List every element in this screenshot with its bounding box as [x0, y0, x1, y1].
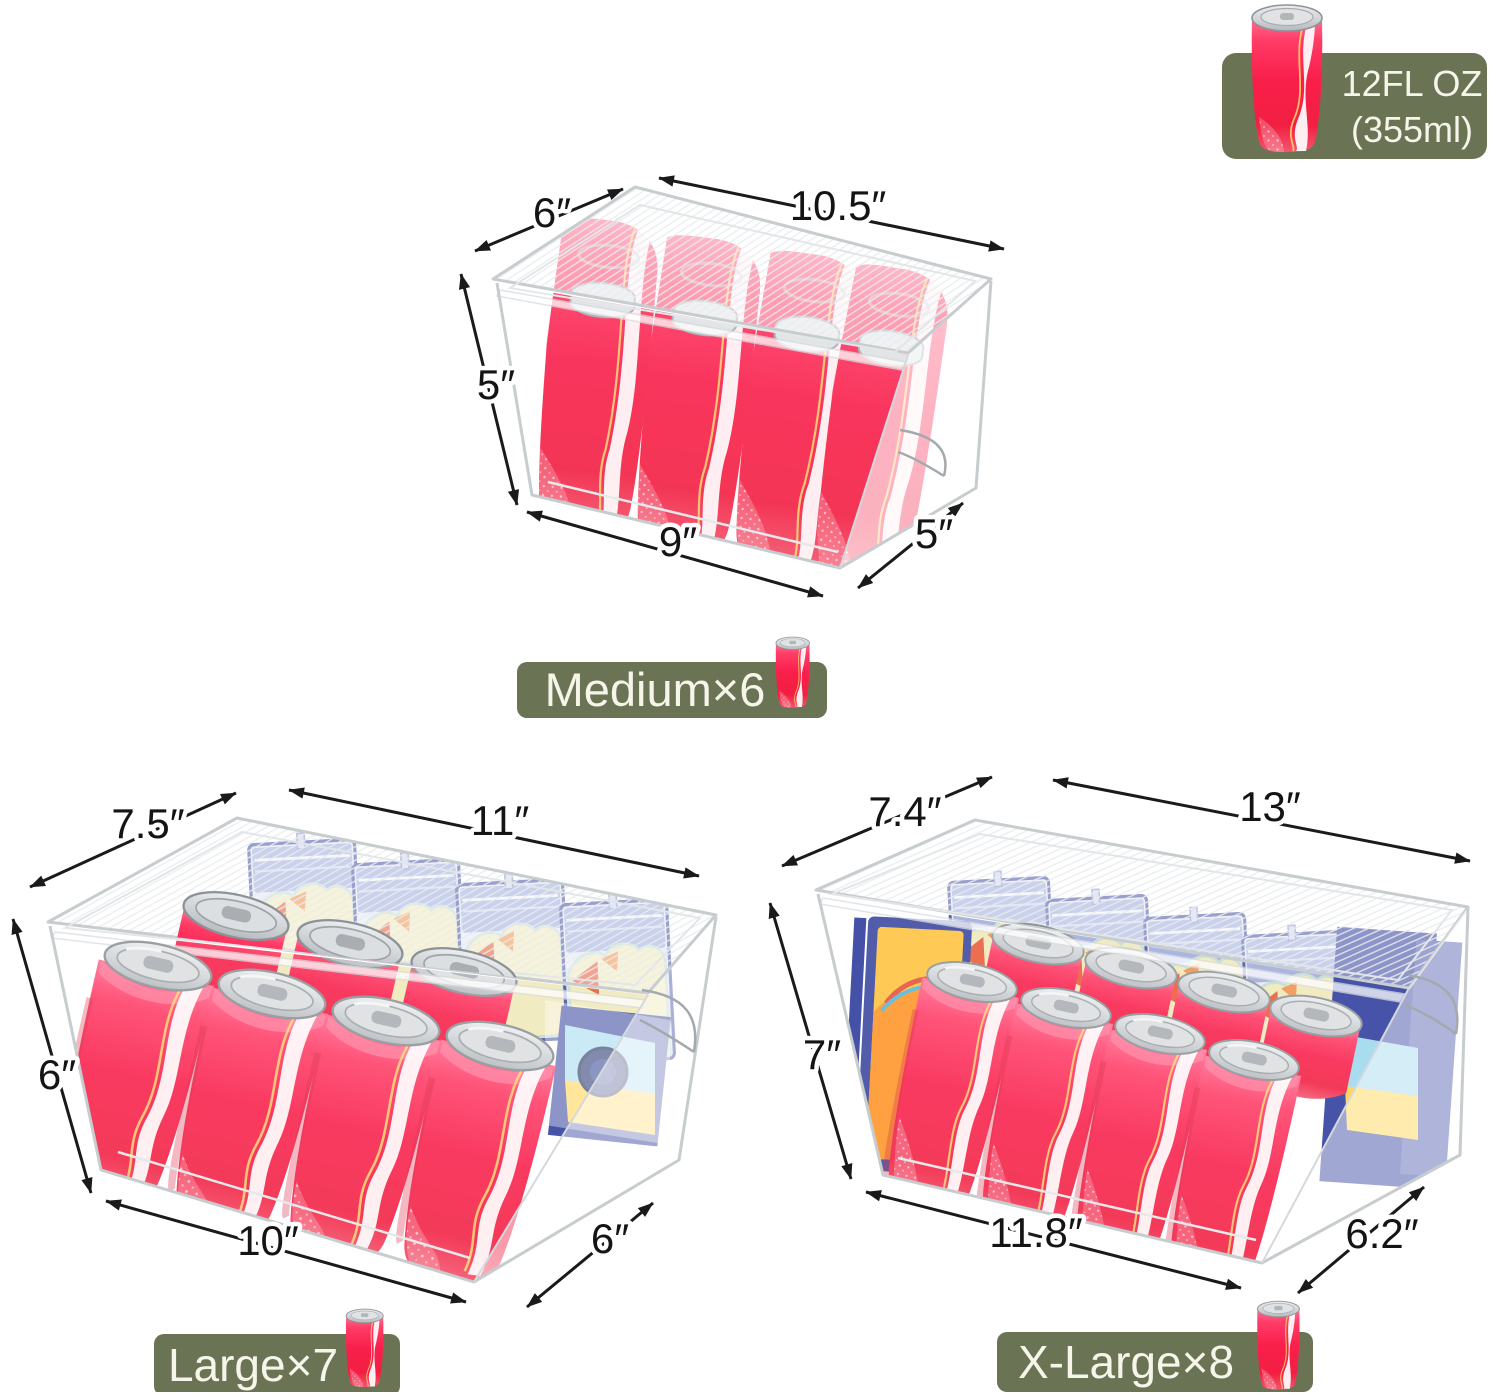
- svg-text:7.4″: 7.4″: [868, 788, 941, 835]
- svg-text:7″: 7″: [803, 1031, 841, 1078]
- svg-text:10″: 10″: [237, 1217, 299, 1264]
- svg-text:5″: 5″: [915, 510, 953, 557]
- svg-text:10.5″: 10.5″: [790, 182, 887, 229]
- svg-text:12FL OZ: 12FL OZ: [1342, 63, 1483, 104]
- svg-text:13″: 13″: [1239, 783, 1301, 830]
- svg-text:6″: 6″: [591, 1215, 629, 1262]
- svg-text:Medium×6: Medium×6: [545, 663, 766, 716]
- svg-text:7.5″: 7.5″: [111, 800, 184, 847]
- svg-text:6″: 6″: [38, 1051, 76, 1098]
- svg-text:11.8″: 11.8″: [989, 1209, 1083, 1256]
- svg-text:(355ml): (355ml): [1351, 109, 1473, 150]
- svg-text:6″: 6″: [533, 189, 571, 236]
- svg-text:9″: 9″: [659, 518, 697, 565]
- svg-text:6.2″: 6.2″: [1345, 1210, 1418, 1257]
- svg-text:5″: 5″: [477, 361, 515, 408]
- svg-text:X-Large×8: X-Large×8: [1018, 1336, 1234, 1388]
- svg-text:11″: 11″: [471, 797, 530, 844]
- svg-text:Large×7: Large×7: [168, 1339, 338, 1391]
